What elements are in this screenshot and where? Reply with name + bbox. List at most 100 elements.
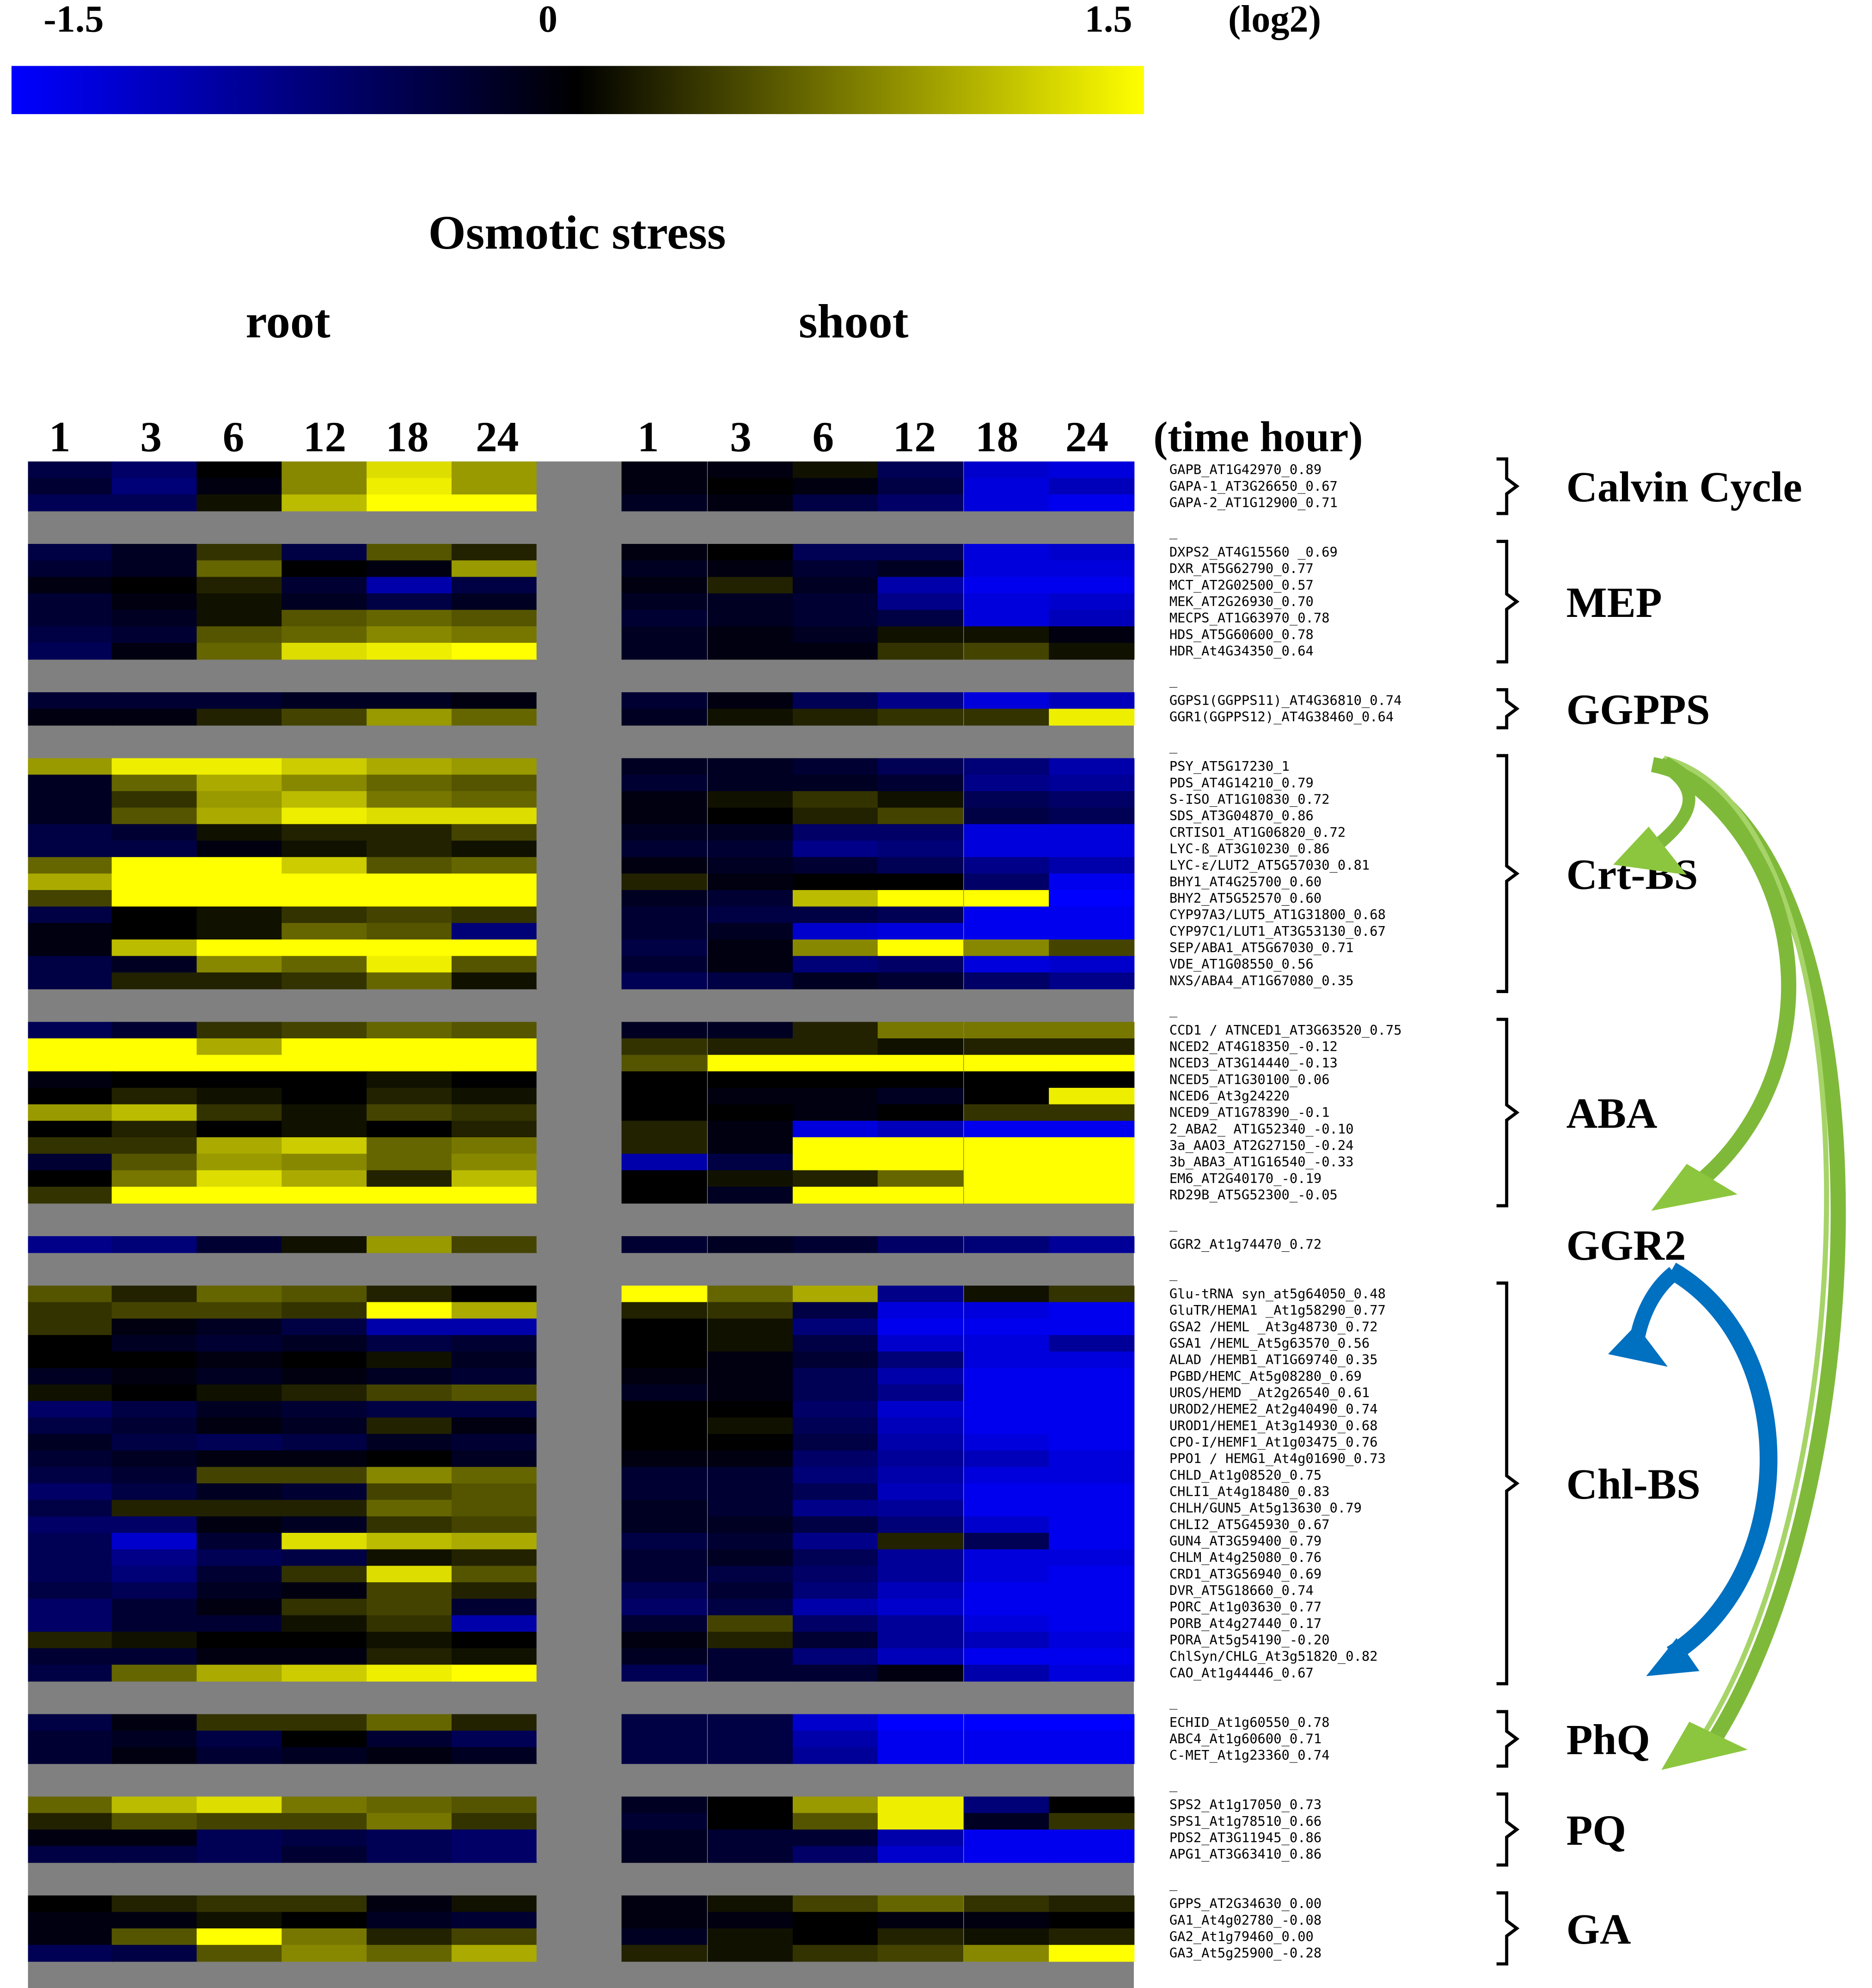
- heatmap-cell: [621, 1335, 707, 1352]
- heatmap-cell: [964, 708, 1050, 726]
- heatmap-cell: [792, 1796, 879, 1814]
- heatmap-cell: [281, 1483, 367, 1500]
- heatmap-cell: [708, 923, 794, 940]
- colorbar-mid-label: 0: [538, 0, 557, 40]
- heatmap-cell: [281, 1170, 367, 1187]
- heatmap-cell: [621, 544, 707, 561]
- row-label: ALAD /HEMB1_AT1G69740_0.35: [1169, 1352, 1378, 1368]
- heatmap-cell: [1049, 544, 1135, 561]
- heatmap-cell: [792, 1450, 879, 1468]
- heatmap-cell: [196, 1318, 282, 1335]
- heatmap-cell: [621, 461, 707, 479]
- heatmap-cell: [28, 1170, 114, 1187]
- heatmap-cell: [28, 1813, 114, 1830]
- heatmap-cell: [196, 1945, 282, 1962]
- row-label: HDR_At4G34350_0.64: [1169, 643, 1314, 659]
- heatmap-cell: [621, 1747, 707, 1764]
- heatmap-cell: [621, 1055, 707, 1072]
- heatmap-cell: [367, 774, 453, 792]
- heatmap-cell: [367, 939, 453, 957]
- heatmap-cell: [964, 906, 1050, 924]
- heatmap-cell: [1049, 1829, 1135, 1847]
- gap-row-marker: _: [1169, 524, 1178, 540]
- row-label: CHLD_At1g08520_0.75: [1169, 1467, 1321, 1483]
- heatmap-cell: [367, 1368, 453, 1385]
- heatmap-cell: [1049, 1714, 1135, 1731]
- row-label: MECPS_AT1G63970_0.78: [1169, 610, 1330, 626]
- heatmap-cell: [1049, 1187, 1135, 1204]
- heatmap-cell: [28, 1351, 114, 1369]
- heatmap-cell: [196, 972, 282, 989]
- gap-row-marker: _: [1169, 1776, 1178, 1793]
- blue-arrowhead-chl: [1608, 1325, 1668, 1367]
- heatmap-cell: [196, 1038, 282, 1055]
- heatmap-cell: [367, 906, 453, 924]
- heatmap-cell: [1049, 478, 1135, 495]
- row-label: PDS_AT4G14210_0.79: [1169, 775, 1314, 791]
- heatmap-cell: [877, 1104, 963, 1122]
- heatmap-cell: [792, 923, 879, 940]
- heatmap-cell: [451, 1533, 538, 1550]
- heatmap-cell: [111, 1928, 197, 1945]
- heatmap-cell: [28, 593, 114, 610]
- heatmap-cell: [451, 1038, 538, 1055]
- heatmap-cell: [28, 1549, 114, 1567]
- heatmap-cell: [367, 1731, 453, 1748]
- heatmap-cell: [964, 1483, 1050, 1500]
- heatmap-cell: [621, 1137, 707, 1154]
- heatmap-cell: [964, 873, 1050, 890]
- heatmap-cell: [877, 1335, 963, 1352]
- heatmap-cell: [1049, 1236, 1135, 1253]
- heatmap-cell: [1049, 1170, 1135, 1187]
- heatmap-cell: [708, 643, 794, 660]
- heatmap-cell: [708, 1731, 794, 1748]
- row-label: UROD1/HEME1_At3g14930_0.68: [1169, 1418, 1378, 1434]
- group-bracket: [1496, 1018, 1520, 1207]
- heatmap-cell: [196, 1483, 282, 1500]
- heatmap-cell: [367, 692, 453, 709]
- heatmap-cell: [877, 1566, 963, 1583]
- heatmap-cell: [367, 1187, 453, 1204]
- heatmap-cell: [877, 1055, 963, 1072]
- heatmap-cell: [1049, 1549, 1135, 1567]
- row-label: APG1_AT3G63410_0.86: [1169, 1846, 1321, 1862]
- heatmap-cell: [792, 1714, 879, 1731]
- heatmap-cell: [281, 1022, 367, 1039]
- heatmap-cell: [281, 1632, 367, 1649]
- group-labels: Calvin CycleMEPGGPPSCrt-BSABAGGR2Chl-BSP…: [1566, 463, 1802, 1953]
- heatmap-cell: [621, 1071, 707, 1088]
- heatmap-cell: [708, 807, 794, 825]
- group-label: PhQ: [1566, 1716, 1650, 1764]
- heatmap-cell: [281, 1286, 367, 1303]
- heatmap-cell: [451, 873, 538, 890]
- heatmap-cell: [621, 1500, 707, 1517]
- group-brackets: [1496, 457, 1520, 1966]
- heatmap-cell: [877, 610, 963, 627]
- heatmap-cell: [196, 1500, 282, 1517]
- heatmap-cell: [281, 1153, 367, 1171]
- heatmap-cell: [621, 1022, 707, 1039]
- heatmap-cell: [28, 1598, 114, 1616]
- heatmap-cell: [281, 708, 367, 726]
- heatmap-cell: [1049, 1483, 1135, 1500]
- heatmap-cell: [196, 1450, 282, 1468]
- heatmap-cell: [367, 577, 453, 594]
- heatmap-cell: [367, 1945, 453, 1962]
- row-label: UROD2/HEME2_At2g40490_0.74: [1169, 1401, 1378, 1417]
- heatmap-cell: [964, 1615, 1050, 1632]
- gap-row-marker: _: [1169, 1266, 1178, 1282]
- heatmap-cell: [708, 494, 794, 512]
- heatmap-cell: [621, 774, 707, 792]
- row-label: PSY_AT5G17230_1: [1169, 758, 1290, 774]
- heatmap-cell: [28, 1302, 114, 1319]
- heatmap-cell: [28, 873, 114, 890]
- heatmap-cell: [111, 461, 197, 479]
- heatmap-cell: [1049, 906, 1135, 924]
- heatmap-cell: [877, 1071, 963, 1088]
- heatmap-cell: [28, 1187, 114, 1204]
- heatmap-cell: [708, 1928, 794, 1945]
- heatmap-cell: [1049, 1516, 1135, 1533]
- heatmap-cell: [451, 807, 538, 825]
- heatmap-cell: [708, 1945, 794, 1962]
- heatmap-cell: [451, 1796, 538, 1814]
